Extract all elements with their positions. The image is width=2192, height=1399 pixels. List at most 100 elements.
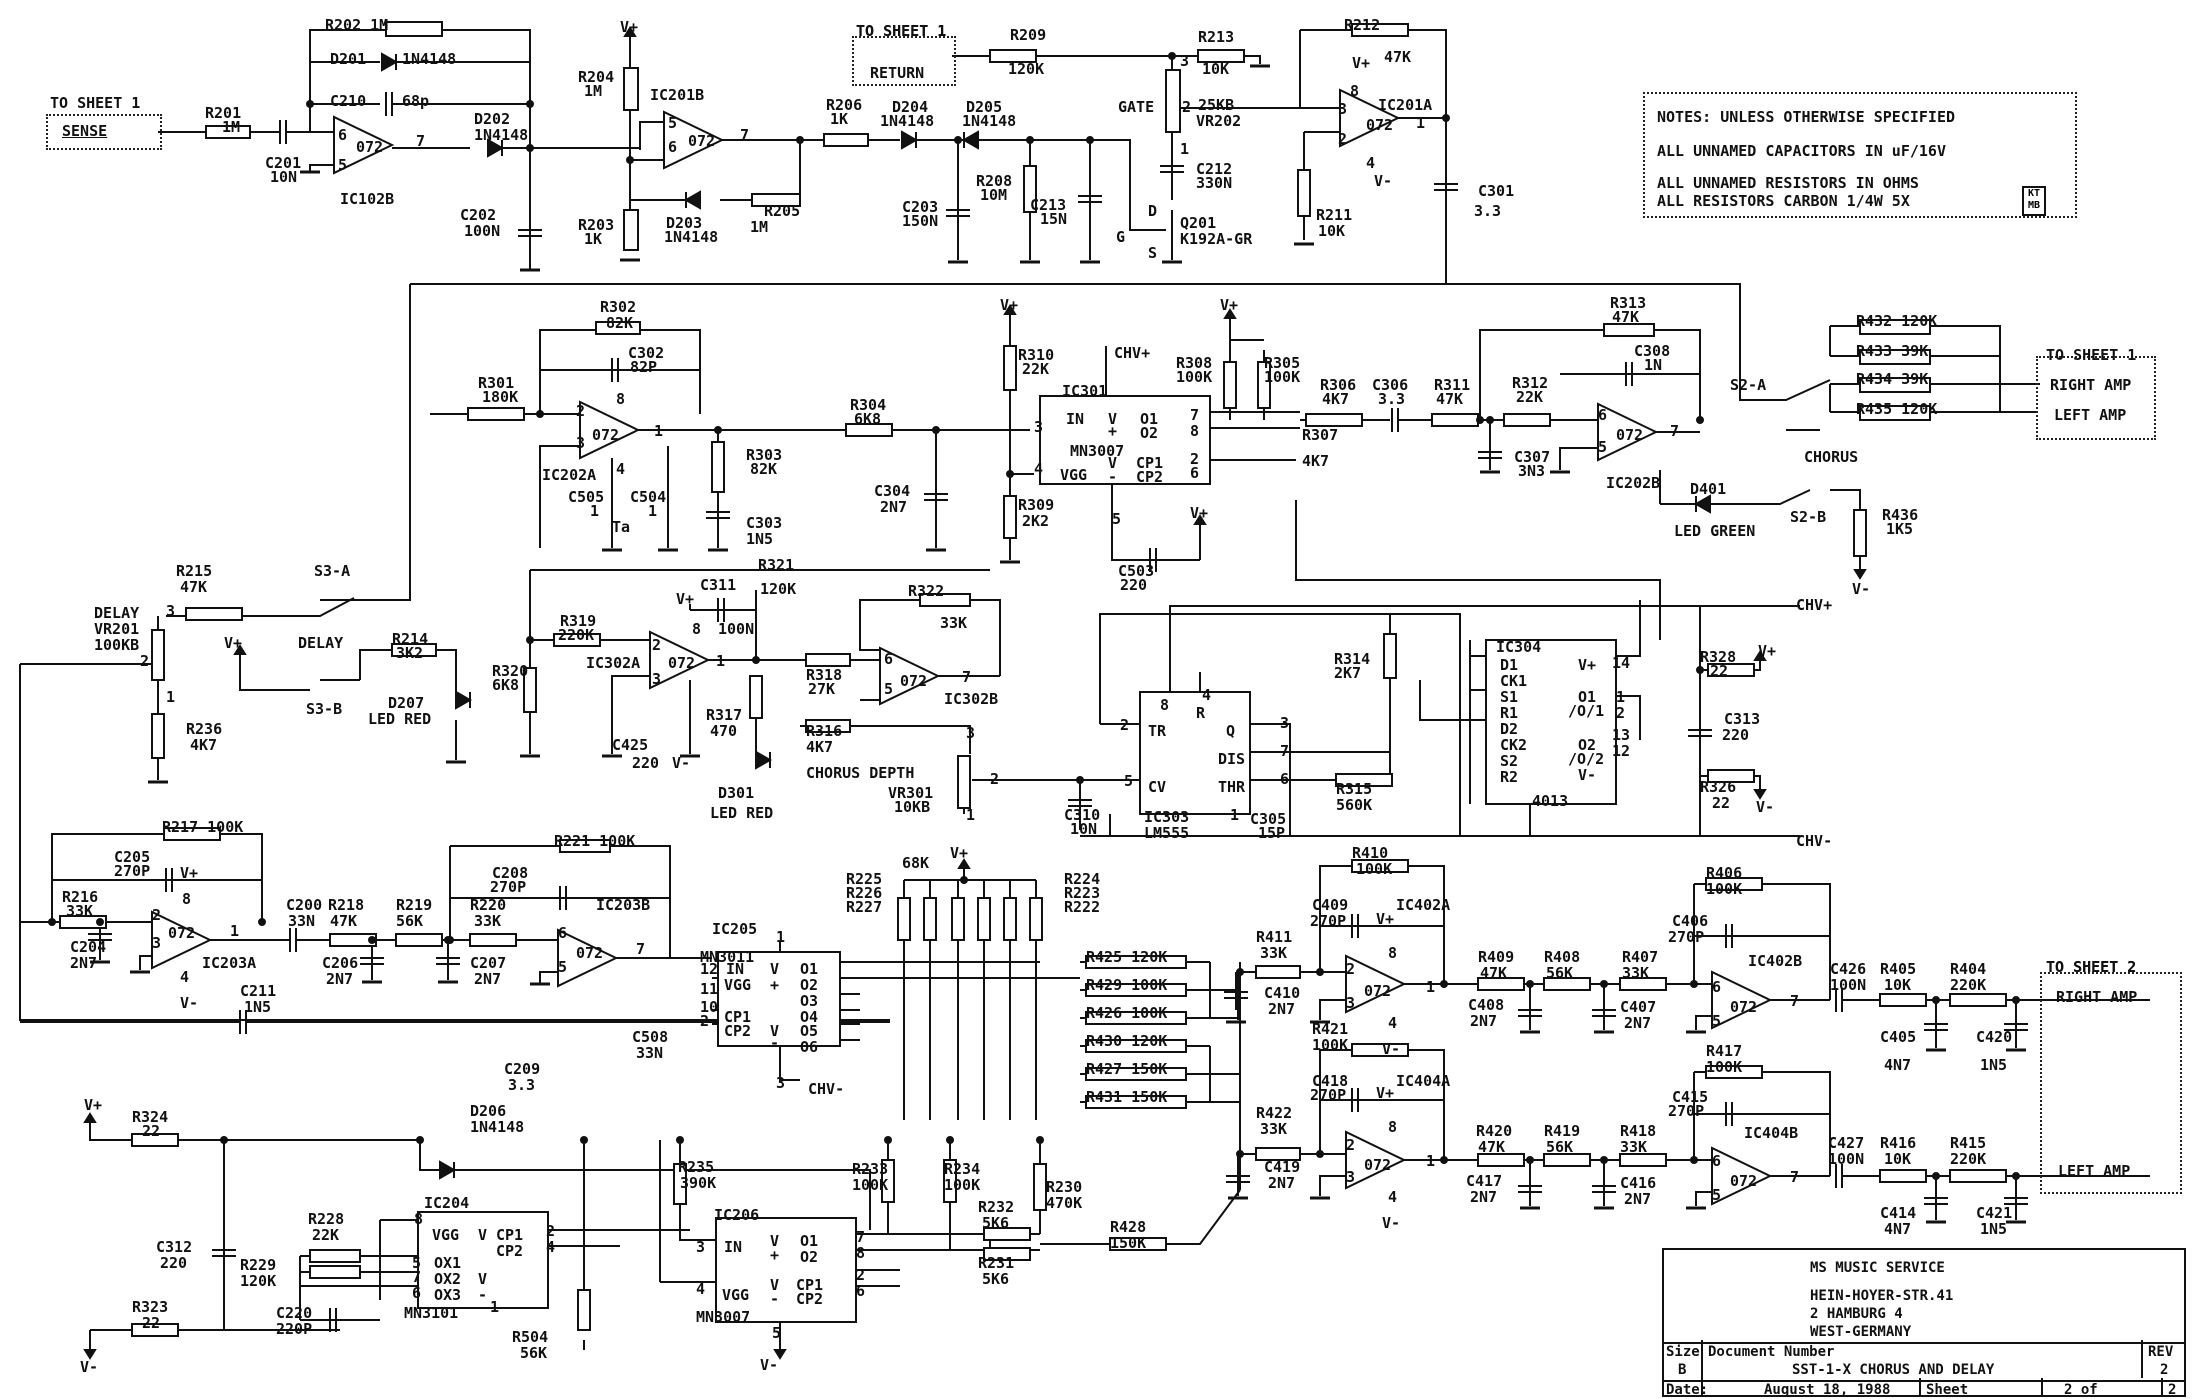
resistor xyxy=(1859,319,1931,335)
component-label: + xyxy=(770,1246,780,1264)
wire xyxy=(1299,30,1340,109)
resistor xyxy=(1085,955,1187,969)
component-label: 82P xyxy=(630,358,658,376)
tb-docnum-label: Document Number xyxy=(1708,1344,1835,1360)
component-label: 5 xyxy=(558,958,568,976)
component-label: R427 150K xyxy=(1086,1060,1168,1078)
component-label: O5 xyxy=(800,1022,819,1040)
component-label: 1 xyxy=(490,1298,500,1316)
component-label: C303 xyxy=(746,514,783,532)
component-label: 2 xyxy=(1346,1136,1356,1154)
component-label: R221 100K xyxy=(554,832,636,850)
wire xyxy=(419,1140,440,1171)
resistor xyxy=(983,1247,1031,1261)
component-label: R407 xyxy=(1622,948,1659,966)
junction-dot xyxy=(1026,136,1034,144)
wire xyxy=(1111,484,1200,561)
component-label: O1 xyxy=(800,1232,819,1250)
resistor xyxy=(523,667,537,713)
junction-dot xyxy=(96,918,104,926)
component-label: V- xyxy=(672,754,691,772)
component-label: 2 xyxy=(652,636,662,654)
component-label: 1 xyxy=(166,688,176,706)
diode-symbol xyxy=(455,690,473,710)
junction-dot xyxy=(796,136,804,144)
component-label: O1 xyxy=(1140,410,1159,428)
component-label: R229 xyxy=(240,1256,277,1274)
component-label: TR xyxy=(1148,722,1167,740)
component-label: CV xyxy=(1148,778,1167,796)
junction-dot xyxy=(416,1136,424,1144)
component-label: 2N7 xyxy=(474,970,502,988)
wire xyxy=(1250,723,1291,836)
component-label: 1K5 xyxy=(1886,520,1914,538)
component-label: 072 xyxy=(168,924,196,942)
component-label: V+ xyxy=(180,864,199,882)
component-label: 6 xyxy=(1712,978,1722,996)
junction-dot xyxy=(1076,776,1084,784)
component-label: 1 xyxy=(1180,140,1190,158)
junction-dot xyxy=(626,156,634,164)
resistor xyxy=(1619,977,1667,991)
component-label: 5 xyxy=(1112,510,1122,528)
component-label: CP1 xyxy=(496,1226,524,1244)
component-label: D206 xyxy=(470,1102,507,1120)
component-label: C409 xyxy=(1312,896,1349,914)
component-label: 47K xyxy=(1480,964,1508,982)
component-label: + xyxy=(1108,422,1118,440)
component-label: C406 xyxy=(1672,912,1709,930)
component-label: 1K xyxy=(830,110,849,128)
tb-sheet-label: Sheet xyxy=(1926,1382,1969,1398)
component-label: 2 xyxy=(856,1266,866,1284)
component-label: DELAY xyxy=(298,634,344,652)
wire xyxy=(1040,1189,1241,1245)
component-label: 1 xyxy=(654,422,664,440)
component-label: 1 xyxy=(716,652,726,670)
component-label: R227 xyxy=(846,898,883,916)
component-label: 56K xyxy=(520,1344,548,1362)
component-label: R230 xyxy=(1046,1178,1083,1196)
component-label: 4K7 xyxy=(190,736,218,754)
component-label: R303 xyxy=(746,446,783,464)
component-label: 270P xyxy=(1310,912,1347,930)
wire xyxy=(51,833,263,922)
component-label: 072 xyxy=(356,138,384,156)
resistor xyxy=(1705,1065,1763,1079)
offsheet-sense-title: TO SHEET 1 xyxy=(50,94,141,112)
component-label: D207 xyxy=(388,694,425,712)
component-label: R321 xyxy=(758,556,795,574)
component-label: 2 xyxy=(546,1222,556,1240)
resistor xyxy=(1003,897,1017,941)
component-label: 47K xyxy=(1612,308,1640,326)
component-label: IC205 xyxy=(712,920,758,938)
component-label: R410 xyxy=(1352,844,1389,862)
component-label: C208 xyxy=(492,864,529,882)
component-label: 10K xyxy=(1202,60,1230,78)
component-label: 33K xyxy=(1260,944,1288,962)
supply-arrow xyxy=(773,1349,787,1360)
component-label: R212 xyxy=(1344,16,1381,34)
component-label: LEFT AMP xyxy=(2058,1162,2131,1180)
resistor xyxy=(1383,633,1397,679)
component-label: O1 xyxy=(800,960,819,978)
component-label: V- xyxy=(80,1358,99,1376)
component-label: 56K xyxy=(396,912,424,930)
component-label: C427 xyxy=(1828,1134,1865,1152)
component-label: 10K xyxy=(1884,976,1912,994)
component-label: C307 xyxy=(1514,448,1551,466)
component-label: 072 xyxy=(1730,1172,1758,1190)
component-label: V xyxy=(478,1270,488,1288)
component-label: MN3101 xyxy=(404,1304,459,1322)
component-label: 2 xyxy=(1190,450,1200,468)
junction-dot xyxy=(1168,52,1176,60)
component-label: IC404A xyxy=(1396,1072,1451,1090)
offsheet-right-amp-1: RIGHT AMP xyxy=(2050,376,2132,394)
component-label: 220 xyxy=(160,1254,188,1272)
component-label: C504 xyxy=(630,488,667,506)
component-label: OX2 xyxy=(434,1270,462,1288)
diode-symbol xyxy=(961,130,979,150)
component-label: V xyxy=(770,1232,780,1250)
component-label: /O/2 xyxy=(1568,750,1605,768)
resistor xyxy=(923,897,937,941)
component-label: R213 xyxy=(1198,28,1235,46)
